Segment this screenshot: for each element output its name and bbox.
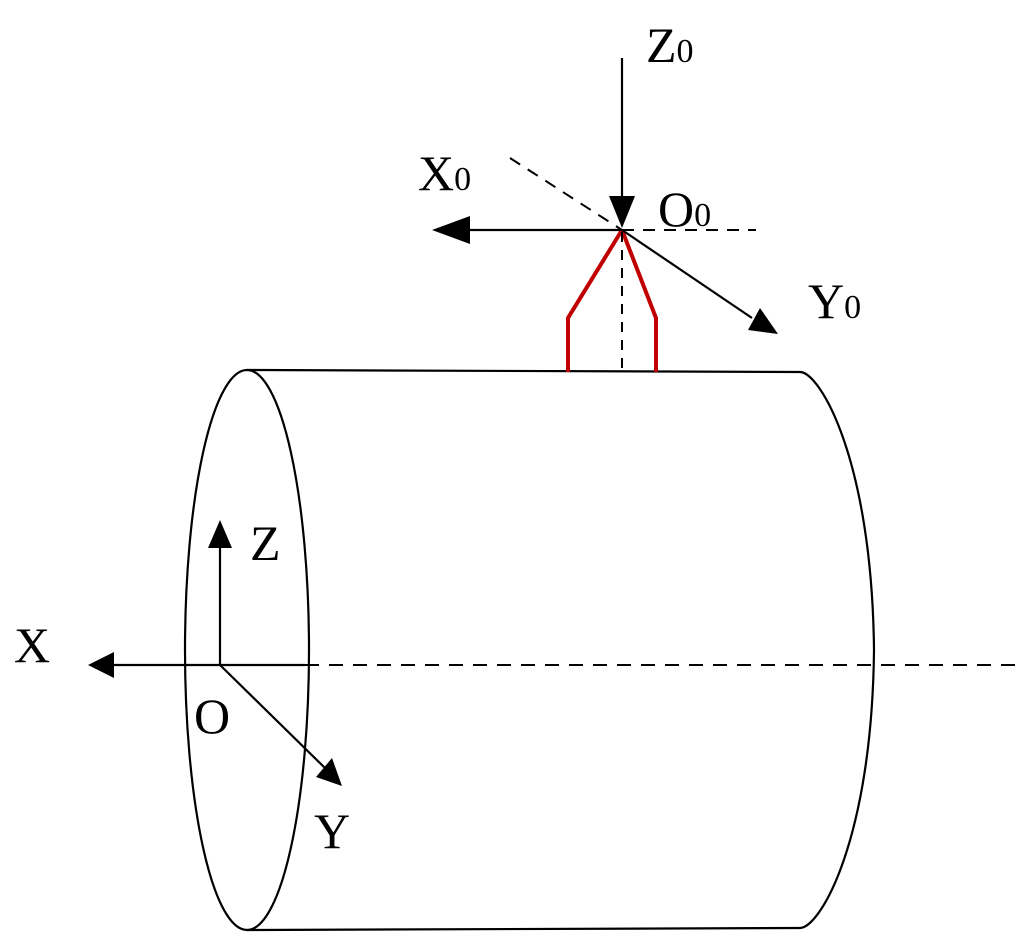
o0-label: O0	[658, 181, 711, 237]
x0-dashed-guide-line	[509, 157, 623, 231]
x-label: X	[14, 617, 50, 673]
x0-label-main: X	[418, 145, 454, 201]
cylinder-right-end-arc	[799, 370, 876, 930]
y0-label: Y0	[808, 273, 861, 329]
z0-axis-arrowhead	[609, 196, 635, 228]
x0-label: X0	[418, 145, 471, 201]
cylinder-workpiece	[183, 368, 876, 932]
y0-label-subscript: 0	[844, 289, 861, 326]
y0-label-main: Y	[808, 273, 844, 329]
y0-axis-line	[621, 229, 753, 319]
x-axis-arrowhead	[88, 652, 114, 678]
cutting-tool	[566, 228, 658, 372]
x0-label-subscript: 0	[454, 161, 471, 198]
z-axis-arrowhead	[208, 520, 232, 548]
z0-label-subscript: 0	[677, 33, 694, 70]
tool-outline-right	[620, 229, 658, 372]
y-axis-arrowhead	[316, 758, 342, 786]
cylinder-top-edge	[246, 368, 801, 374]
tool-outline-left	[566, 228, 624, 372]
cylinder-left-end-face	[183, 368, 311, 932]
x0-axis-arrowhead	[432, 216, 470, 244]
tool-coordinate-frame	[432, 58, 778, 334]
o0-label-main: O	[658, 181, 694, 237]
o0-label-subscript: 0	[694, 197, 711, 234]
workpiece-coordinate-frame	[88, 520, 342, 786]
y-label: Y	[314, 803, 350, 859]
y-axis-line	[219, 664, 326, 769]
z-label: Z	[250, 515, 281, 571]
cylinder-bottom-edge	[246, 926, 801, 932]
z0-label: Z0	[646, 17, 694, 73]
y0-axis-arrowhead	[748, 308, 778, 334]
z0-label-main: Z	[646, 17, 677, 73]
o-label: O	[194, 688, 230, 744]
